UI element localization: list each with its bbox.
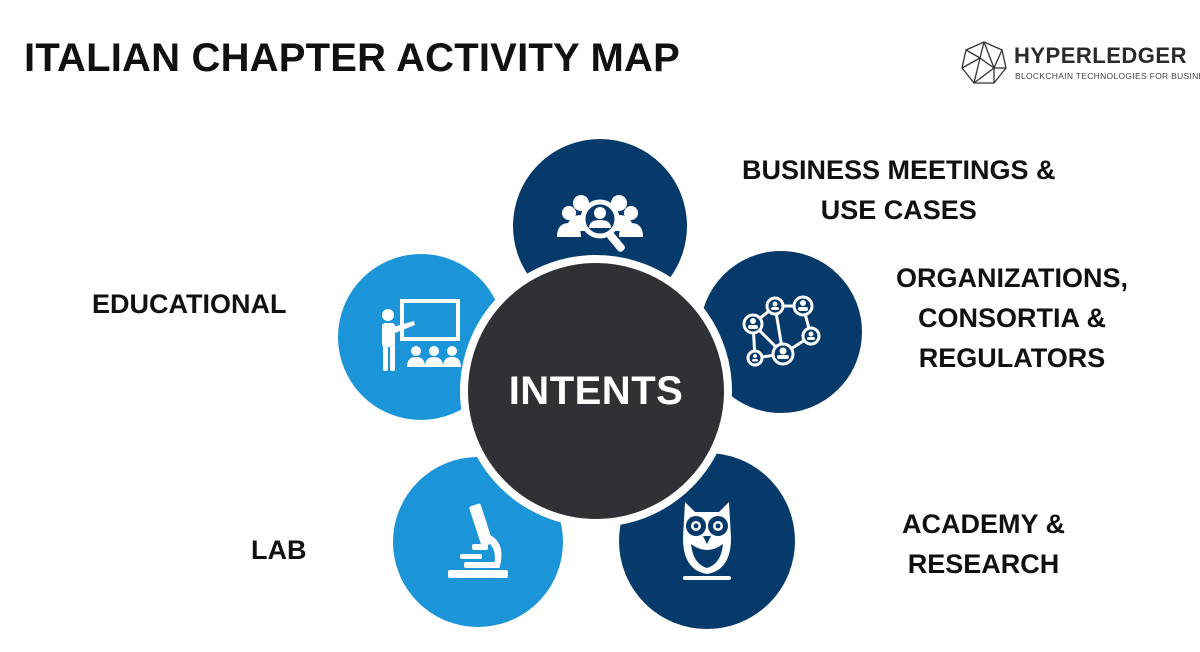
label-line: USE CASES [820,195,977,225]
label-lab: LAB [251,530,307,570]
hyperledger-logo: HYPERLEDGER BLOCKCHAIN TECHNOLOGIES FOR … [958,40,1200,86]
page-title: ITALIAN CHAPTER ACTIVITY MAP [24,36,680,80]
center-label: INTENTS [508,368,684,413]
label-line: EDUCATIONAL [92,289,287,319]
label-line: CONSORTIA & [918,303,1106,333]
label-business-meetings: BUSINESS MEETINGS & USE CASES [742,150,1056,230]
geodesic-sphere-icon [961,41,1007,84]
label-organizations: ORGANIZATIONS, CONSORTIA & REGULATORS [896,258,1128,378]
label-line: REGULATORS [918,343,1106,373]
organizations-circle [695,246,867,418]
label-line: ACADEMY & [902,509,1066,539]
teacher-board-icon [382,299,461,371]
logo-tagline: BLOCKCHAIN TECHNOLOGIES FOR BUSINESS [1015,71,1200,81]
label-line: ORGANIZATIONS, [896,263,1128,293]
business-search-icon [557,195,643,252]
label-academy: ACADEMY & RESEARCH [902,504,1065,584]
network-people-icon [742,295,821,367]
label-educational: EDUCATIONAL [92,284,286,324]
owl-icon [683,502,731,580]
label-line: BUSINESS MEETINGS & [742,155,1056,185]
microscope-icon [448,503,508,578]
center-circle: INTENTS [460,255,732,527]
logo-name: HYPERLEDGER [1014,43,1187,68]
label-line: LAB [251,535,307,565]
label-line: RESEARCH [907,549,1060,579]
